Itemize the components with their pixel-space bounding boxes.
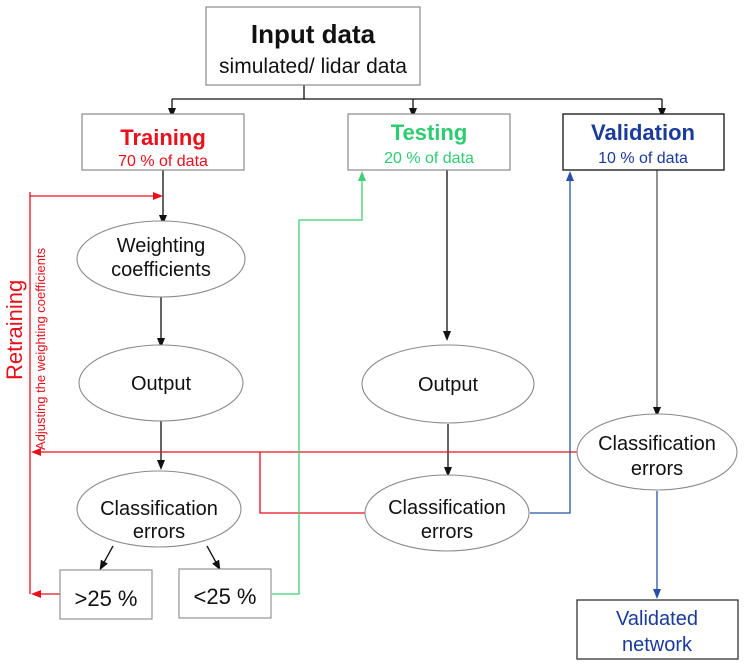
testing-box: Testing 20 % of data: [347, 113, 511, 171]
weighting-line-2: coefficients: [111, 259, 211, 281]
above-threshold-label: >25 %: [75, 586, 138, 611]
input-title: Input data: [251, 19, 376, 49]
input-data-box: Input data simulated/ lidar data: [205, 6, 421, 86]
training-subtitle: 70 % of data: [118, 153, 208, 170]
testing-title: Testing: [391, 120, 468, 145]
testing-output-node: Output: [361, 344, 535, 424]
training-box: Training 70 % of data: [81, 113, 245, 171]
below-threshold-box: <25 %: [178, 568, 272, 619]
validation-subtitle: 10 % of data: [598, 150, 688, 167]
testing-output-label: Output: [418, 374, 478, 396]
testing-errors-line-1: Classification: [388, 497, 506, 519]
testing-errors-line-2: errors: [421, 521, 473, 543]
training-errors-line-2: errors: [133, 521, 185, 543]
testing-classification-errors-node: Classification errors: [364, 474, 530, 552]
retraining-sublabel: Adjusting the weighting coefficients: [33, 247, 48, 450]
input-subtitle: simulated/ lidar data: [219, 55, 407, 78]
testing-subtitle: 20 % of data: [384, 150, 474, 167]
validation-errors-line-2: errors: [631, 458, 683, 480]
validated-network-line-2: network: [622, 634, 693, 656]
validation-title: Validation: [591, 120, 695, 145]
validation-feedback-line: [530, 171, 661, 599]
retraining-label: Retraining: [2, 280, 27, 380]
input-split-connector: [168, 85, 666, 118]
training-output-node: Output: [78, 344, 244, 422]
testing-feedback-line: [272, 171, 366, 595]
training-chain-connectors: [99, 170, 221, 571]
weighting-coefficients-node: Weighting coefficients: [76, 220, 246, 298]
validation-box: Validation 10 % of data: [562, 113, 725, 171]
training-title: Training: [120, 125, 206, 150]
training-errors-line-1: Classification: [100, 498, 218, 520]
training-output-label: Output: [131, 373, 191, 395]
validated-network-box: Validated network: [576, 599, 739, 660]
retraining-loop: [29, 192, 579, 598]
validated-network-line-1: Validated: [616, 608, 698, 630]
validation-classification-errors-node: Classification errors: [576, 413, 738, 491]
training-classification-errors-node: Classification errors: [76, 470, 242, 548]
validation-errors-line-1: Classification: [598, 433, 716, 455]
testing-chain-connectors: [443, 170, 452, 477]
weighting-line-1: Weighting: [117, 235, 206, 257]
below-threshold-label: <25 %: [194, 584, 257, 609]
above-threshold-box: >25 %: [59, 569, 153, 620]
